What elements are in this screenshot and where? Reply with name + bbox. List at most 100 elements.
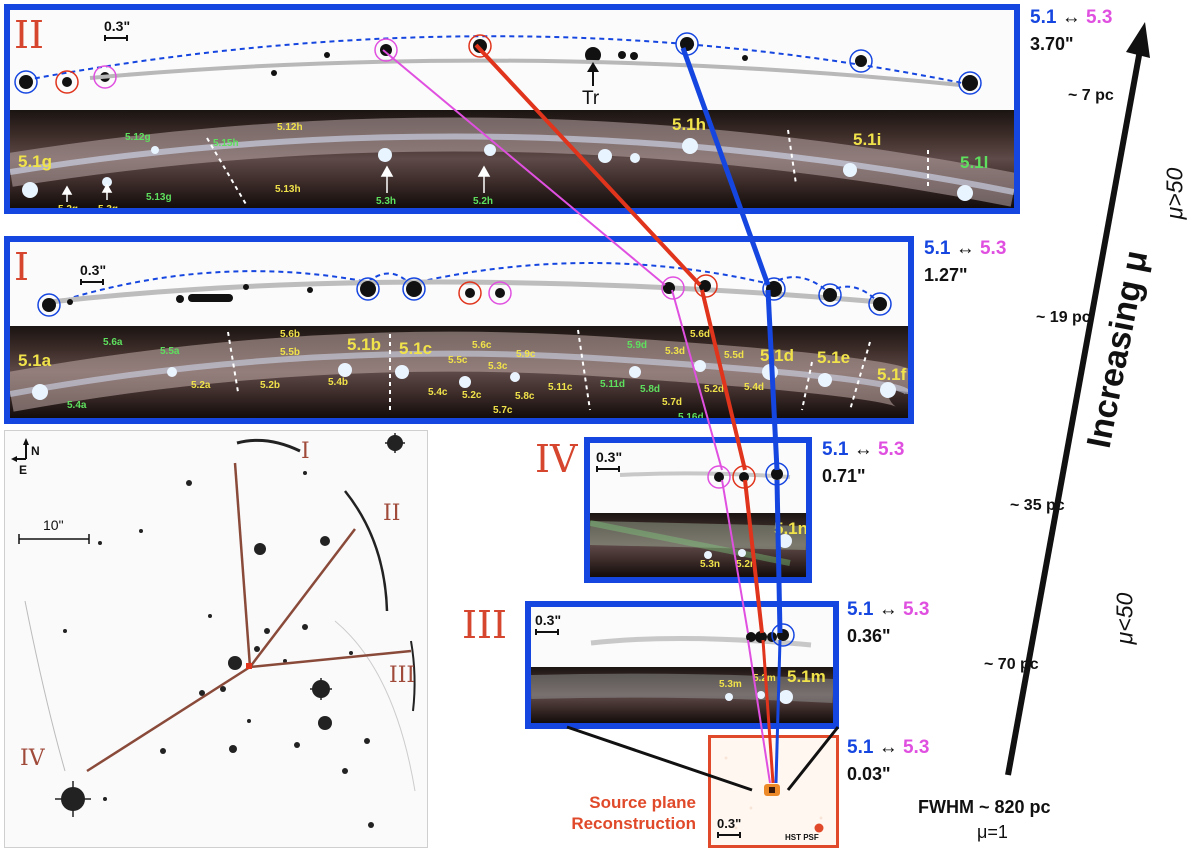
axis-mu-low: μ<50 — [1111, 592, 1138, 645]
label-5-3g: 5.3g — [98, 204, 119, 214]
source-title-line2: Reconstruction — [571, 814, 696, 834]
panel-iii-separation: 0.36" — [847, 626, 891, 646]
panel-i: I 0.3" 5.1a 5.1b 5.1c 5.1d 5.1e 5.1f 5.6… — [4, 236, 914, 424]
panel-iv-scale-bar: 0.3" — [596, 449, 622, 472]
source-pair: 5.1 ↔ 5.3 — [847, 737, 930, 758]
label-5-6d: 5.6d — [690, 329, 711, 340]
panel-ii-pair: 5.1 ↔ 5.3 — [1030, 7, 1113, 28]
overview-image: N E 10" I II III IV — [4, 430, 428, 848]
label-5-11d: 5.11d — [600, 379, 626, 390]
overview-arc-ii: II — [383, 501, 401, 526]
label-5-4b: 5.4b — [328, 377, 349, 388]
panel-iii-scale-bar: 0.3" — [535, 612, 561, 635]
label-5-1b: 5.1b — [347, 335, 382, 354]
overview-arc-iii: III — [389, 663, 416, 688]
label-5-5c: 5.5c — [448, 355, 468, 366]
label-5-12g: 5.12g — [125, 132, 151, 143]
panel-iv-numeral: IV — [535, 437, 578, 481]
label-5-1a: 5.1a — [18, 351, 52, 370]
panel-i-numeral: I — [14, 245, 30, 289]
label-5-1e: 5.1e — [817, 348, 851, 367]
panel-i-scale-bar: 0.3" — [80, 262, 106, 285]
label-5-1f: 5.1f — [877, 365, 907, 384]
panel-ii-scale-label: 0.3" — [104, 18, 131, 34]
pc-label-7: ~ 7 pc — [1068, 87, 1114, 104]
panel-iii-scale-label: 0.3" — [535, 612, 562, 628]
label-5-2h: 5.2h — [473, 196, 494, 207]
source-psf-label: HST PSF — [785, 833, 819, 842]
panel-ii: II 0.3" Tr 5.1g 5.1h 5.1i 5.1l 5.12g 5.1… — [4, 4, 1020, 214]
panel-i-pair: 5.1 ↔ 5.3 — [924, 238, 1007, 259]
panel-ii-arc-graphics — [10, 32, 1014, 207]
pc-label-19: ~ 19 pc — [1036, 309, 1091, 326]
panel-iv-separation: 0.71" — [822, 466, 866, 486]
label-5-7c: 5.7c — [493, 405, 513, 416]
panel-ii-scale-bar: 0.3" — [104, 18, 130, 41]
label-5-4a: 5.4a — [67, 400, 87, 411]
pc-label-70: ~ 70 pc — [984, 656, 1039, 673]
label-5-1l: 5.1l — [960, 153, 989, 172]
panel-iii: 0.3" 5.1m 5.3m 5.2m — [525, 601, 839, 729]
overview-north: N — [31, 444, 40, 458]
overview-graphics — [11, 433, 416, 828]
label-5-5d: 5.5d — [724, 350, 745, 361]
axis-mu-one: μ=1 — [977, 822, 1008, 842]
source-separation: 0.03" — [847, 764, 891, 784]
source-plane-title: Source plane Reconstruction — [530, 792, 696, 835]
panel-i-arc-graphics — [10, 262, 908, 412]
panel-iii-pair: 5.1 ↔ 5.3 — [847, 599, 930, 620]
label-5-3h: 5.3h — [376, 196, 397, 207]
label-5-15h: 5.15h — [213, 138, 239, 149]
panel-ii-separation: 3.70" — [1030, 34, 1074, 54]
label-5-4c: 5.4c — [428, 387, 448, 398]
label-5-1h: 5.1h — [672, 115, 707, 134]
label-5-3m: 5.3m — [719, 679, 742, 690]
overview-scale: 10" — [43, 517, 64, 533]
panel-iii-numeral: III — [462, 603, 508, 647]
source-scale-label: 0.3" — [717, 816, 742, 831]
label-5-11c: 5.11c — [548, 382, 573, 393]
label-5-13h: 5.13h — [275, 184, 301, 195]
overview-east: E — [19, 463, 28, 477]
label-5-4d: 5.4d — [744, 382, 765, 393]
label-5-6a: 5.6a — [103, 337, 123, 348]
label-5-2a: 5.2a — [191, 380, 211, 391]
panel-ii-tr-label: Tr — [582, 88, 600, 109]
label-5-1d: 5.1d — [760, 346, 795, 365]
label-5-5a: 5.5a — [160, 346, 180, 357]
label-5-1m: 5.1m — [787, 667, 826, 686]
label-5-6b: 5.6b — [280, 329, 301, 340]
label-5-3d: 5.3d — [665, 346, 686, 357]
panel-i-separation: 1.27" — [924, 265, 968, 285]
axis-fwhm: FWHM ~ 820 pc — [918, 797, 1051, 817]
panel-i-scale-label: 0.3" — [80, 262, 107, 278]
pc-label-35: ~ 35 pc — [1010, 497, 1065, 514]
label-5-1g: 5.1g — [18, 152, 53, 171]
label-5-8c: 5.8c — [515, 391, 535, 402]
label-5-9d: 5.9d — [627, 340, 648, 351]
magnification-axis — [1005, 22, 1150, 776]
panel-iv: 0.3" 5.1n 5.3n 5.2n — [584, 437, 812, 583]
label-5-1n: 5.1n — [774, 519, 809, 538]
overview-arc-iv: IV — [20, 746, 45, 771]
label-5-2g: 5.2g — [58, 204, 79, 214]
source-plane-panel: 0.3" HST PSF — [708, 735, 839, 848]
label-5-3n: 5.3n — [700, 559, 721, 570]
panel-ii-numeral: II — [14, 13, 45, 57]
label-5-1i: 5.1i — [853, 130, 882, 149]
panel-iv-scale-label: 0.3" — [596, 449, 623, 465]
label-5-9c: 5.9c — [516, 349, 536, 360]
source-title-line1: Source plane — [589, 793, 696, 812]
label-5-2c: 5.2c — [462, 390, 482, 401]
label-5-2m: 5.2m — [753, 673, 776, 684]
label-5-2d: 5.2d — [704, 384, 725, 395]
label-5-13g: 5.13g — [146, 192, 172, 203]
overview-arc-i: I — [301, 439, 310, 464]
panel-iv-pair: 5.1 ↔ 5.3 — [822, 439, 905, 460]
label-5-3c: 5.3c — [488, 361, 508, 372]
panel-iv-arc-graphics — [590, 462, 806, 566]
label-5-8d: 5.8d — [640, 384, 661, 395]
label-5-1c: 5.1c — [399, 339, 433, 358]
label-5-16d: 5.16d — [678, 412, 704, 423]
label-5-2b: 5.2b — [260, 380, 281, 391]
